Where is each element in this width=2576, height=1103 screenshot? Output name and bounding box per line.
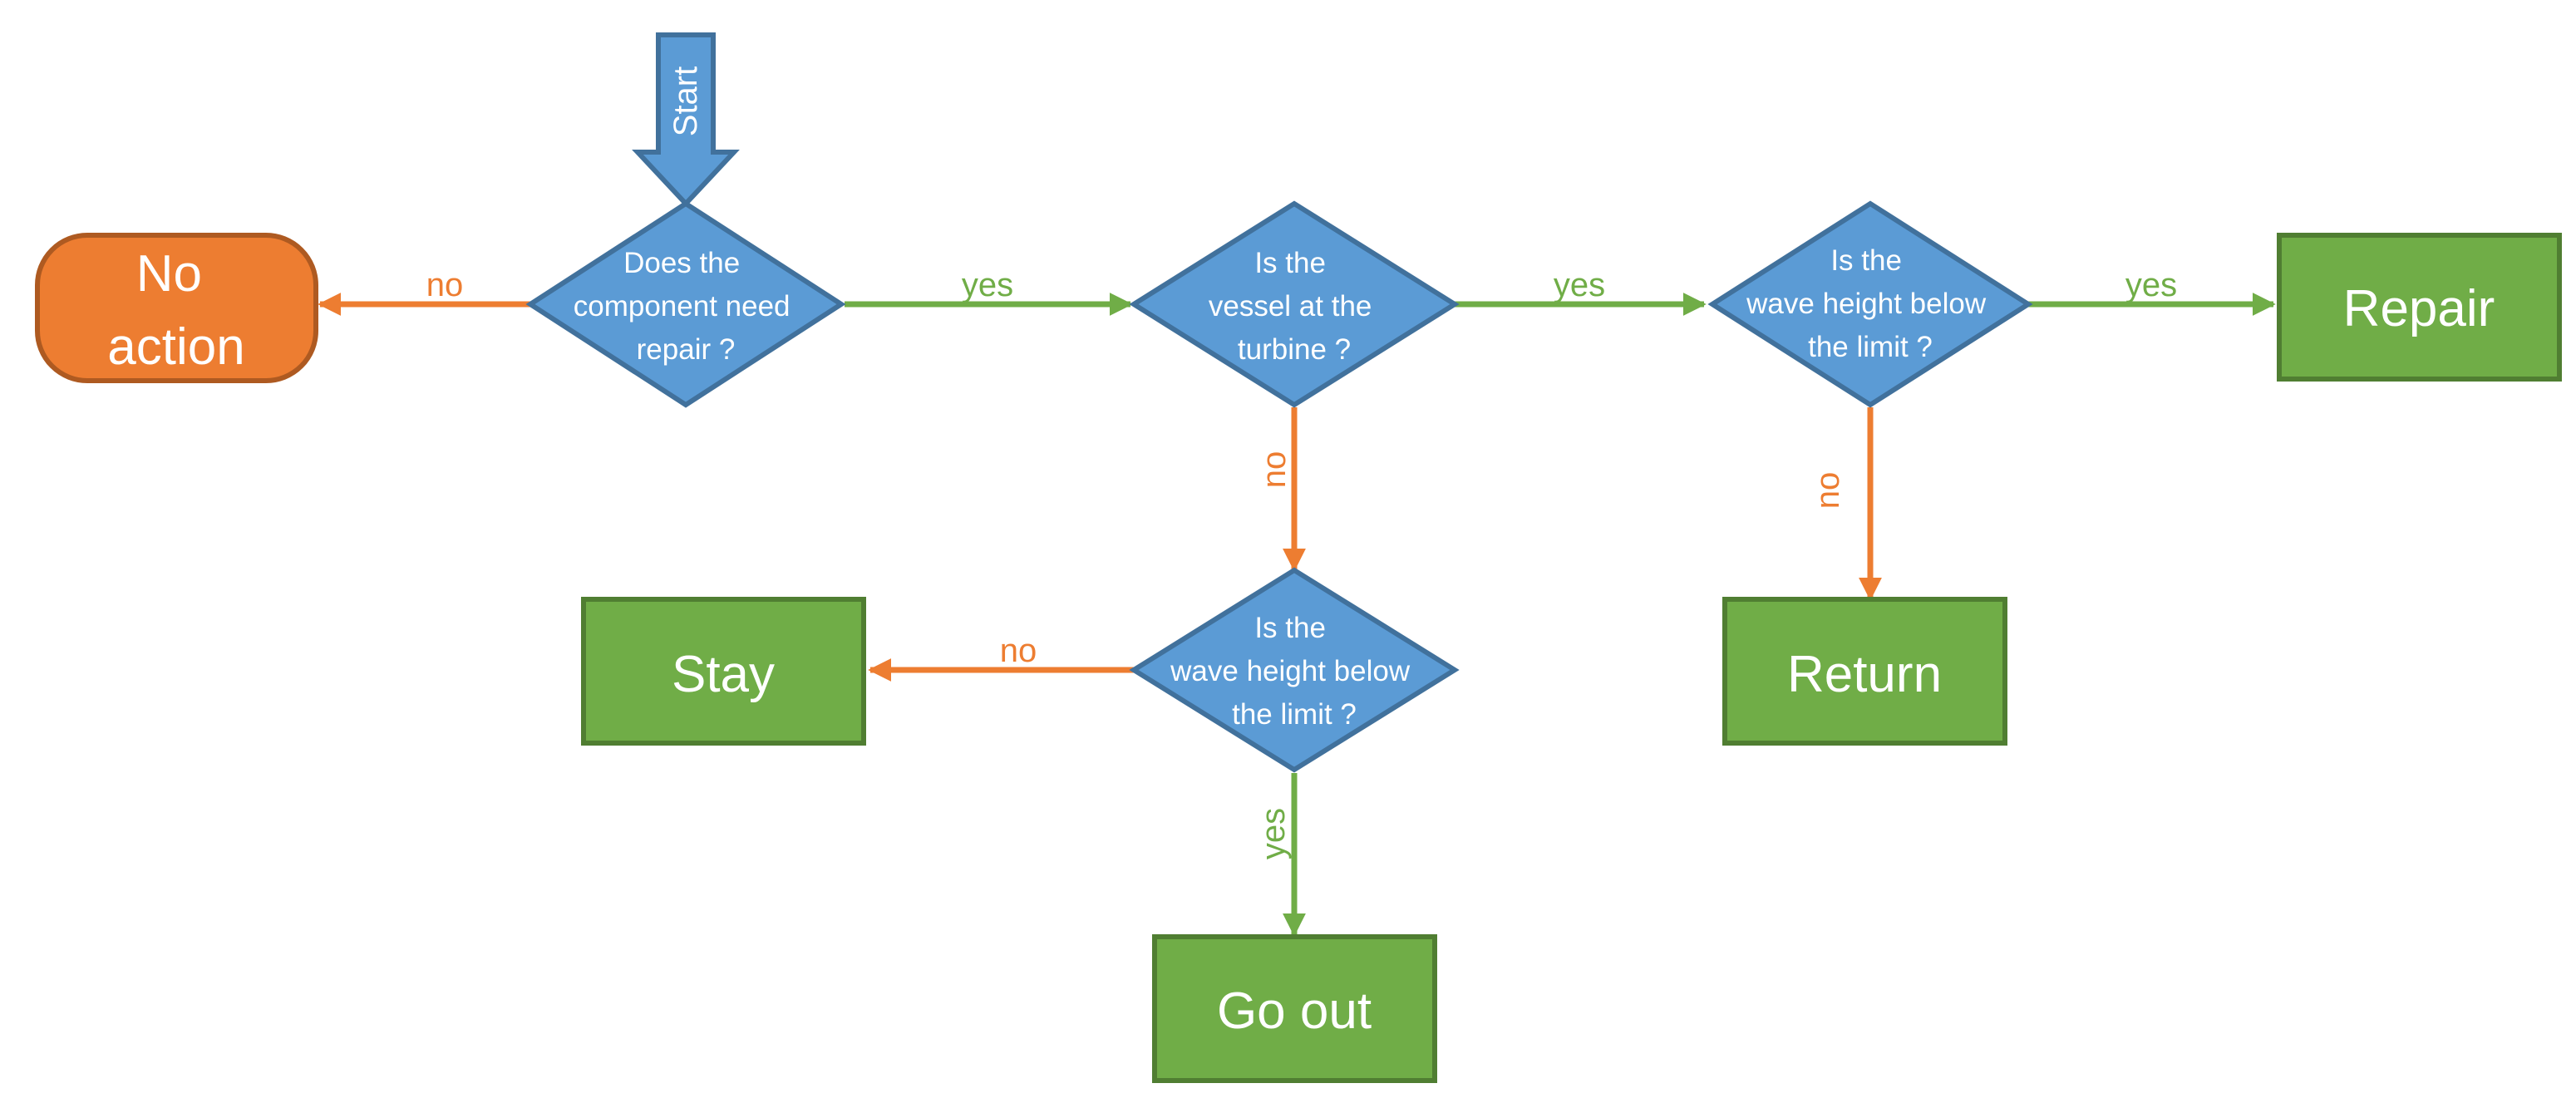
decision-label: Is the wave height below the limit ? <box>1746 244 1994 363</box>
outcome-label: Repair <box>2343 280 2495 337</box>
decision-does-component-need-repair: Does the component need repair ? <box>525 200 846 408</box>
decision-label: Is the vessel at the turbine ? <box>1209 247 1380 366</box>
decision-label: Is the wave height below the limit ? <box>1170 612 1418 731</box>
start-label: Start <box>667 66 704 136</box>
decision-wave-height-bottom: Is the wave height below the limit ? <box>1129 567 1460 773</box>
outcome-stay: Stay <box>581 597 866 746</box>
start-arrow: Start <box>632 32 740 208</box>
outcome-repair: Repair <box>2277 233 2562 382</box>
edge-label-d4-yes: yes <box>1255 808 1292 859</box>
edges <box>318 293 2276 937</box>
outcome-return: Return <box>1722 597 2007 746</box>
outcome-label: Go out <box>1217 982 1372 1040</box>
edge-label-d1-no: no <box>426 267 464 303</box>
decision-vessel-at-turbine: Is the vessel at the turbine ? <box>1129 200 1460 408</box>
outcome-go-out: Go out <box>1152 934 1437 1083</box>
edge-label-d3-yes: yes <box>2125 267 2177 303</box>
edge-labels: no yes yes yes no no no yes <box>426 267 2177 859</box>
edge-label-d1-yes: yes <box>962 267 1013 303</box>
decision-label: Does the component need repair ? <box>574 247 799 366</box>
outcome-label: No action <box>107 245 244 376</box>
outcome-no-action: No action <box>35 233 318 383</box>
outcome-label: Stay <box>672 646 775 703</box>
edge-label-d2-yes: yes <box>1554 267 1605 303</box>
edge-label-d2-no: no <box>1256 451 1293 489</box>
decision-wave-height-top: Is the wave height below the limit ? <box>1707 200 2033 408</box>
outcome-label: Return <box>1787 646 1942 703</box>
edge-label-d3-no: no <box>1810 472 1846 510</box>
edge-label-d4-no: no <box>1000 633 1037 669</box>
